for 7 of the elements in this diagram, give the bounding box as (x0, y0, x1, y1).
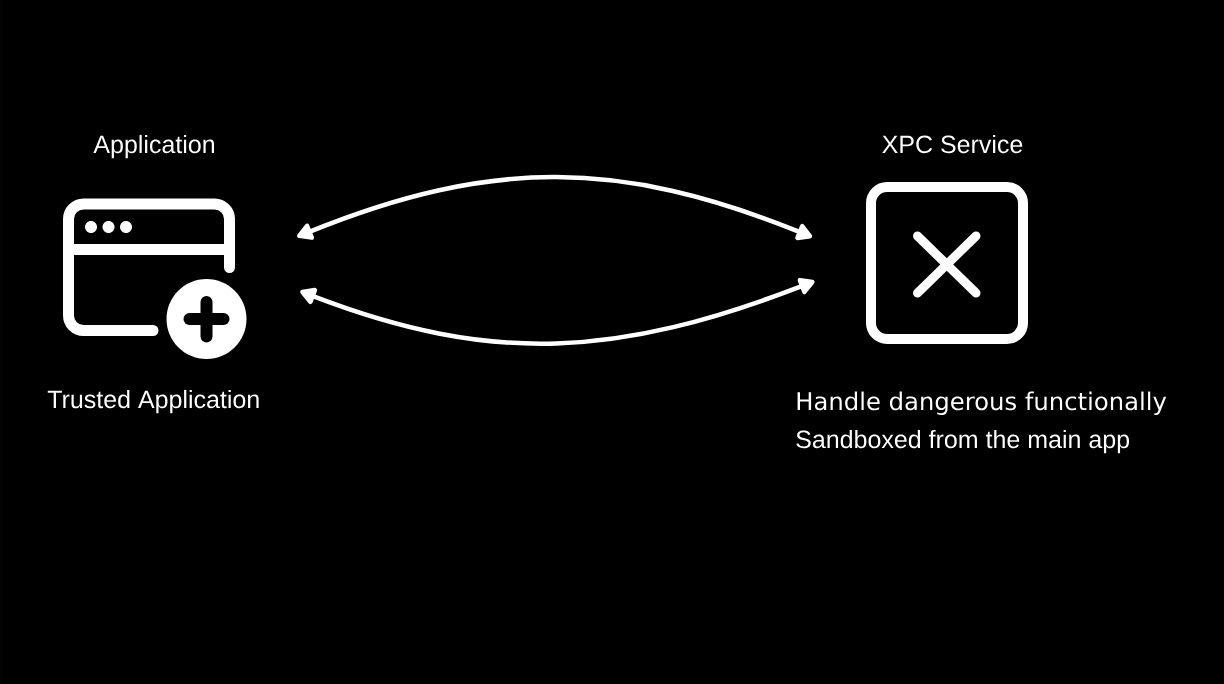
node-title: XPC Service (882, 134, 1023, 154)
node-caption: Sandboxed from the main app (796, 429, 1130, 454)
node-caption: Trusted Application (47, 389, 259, 414)
double-arrow (297, 174, 813, 241)
node-title: Application (93, 134, 214, 159)
double-arrow (300, 277, 815, 346)
node-caption: Handle dangerous functionally (797, 391, 1167, 416)
